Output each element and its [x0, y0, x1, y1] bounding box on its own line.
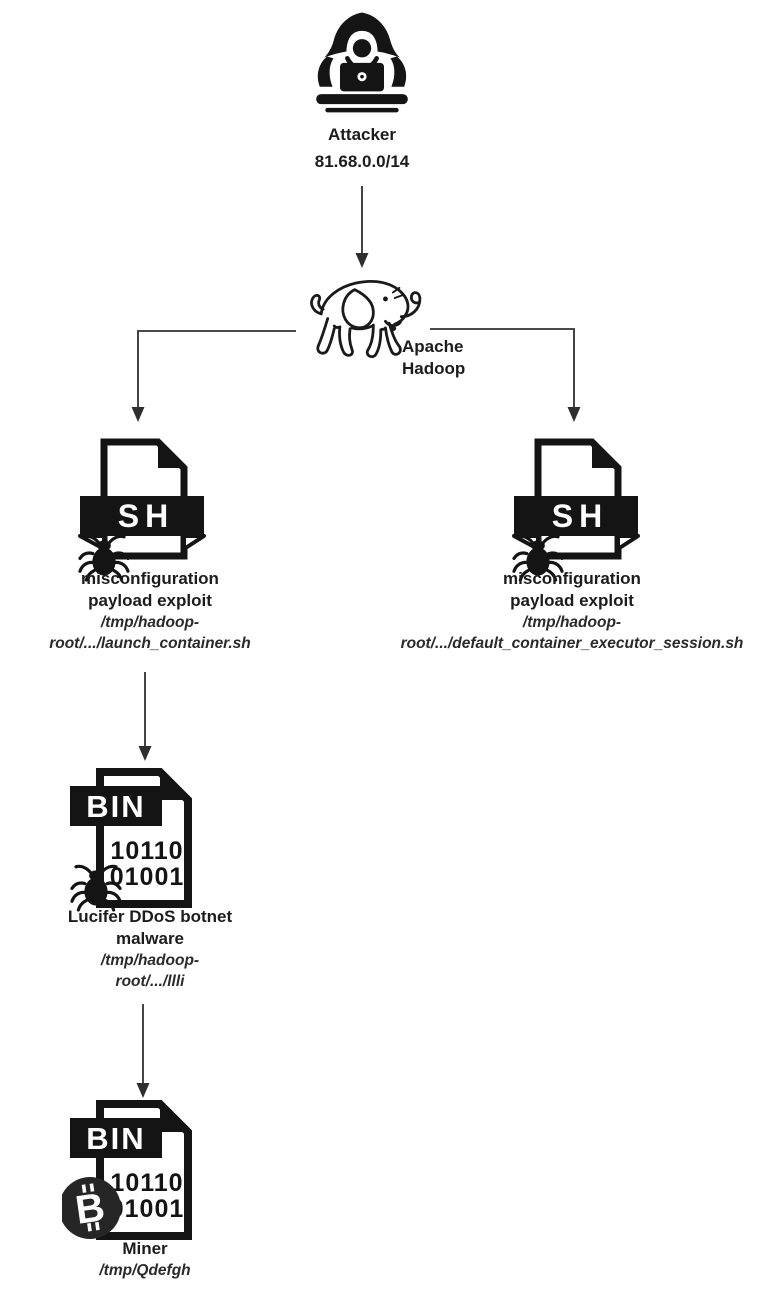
left-exploit-path-line2: root/.../launch_container.sh	[49, 635, 251, 652]
left-exploit-title-line1: misconfiguration	[81, 569, 219, 588]
miner-path: /tmp/Qdefgh	[99, 1262, 191, 1279]
miner-label-block: Miner /tmp/Qdefgh	[0, 1238, 290, 1281]
binary-line2: 01001	[110, 863, 185, 891]
left-exploit-title-line2: payload exploit	[88, 591, 212, 610]
right-exploit-title-line1: misconfiguration	[503, 569, 641, 588]
binary-line2: 01001	[110, 1195, 185, 1223]
right-exploit-title-line2: payload exploit	[510, 591, 634, 610]
arrow-hadoop-to-left-exploit	[137, 330, 296, 410]
lucifer-path-line2: root/.../llli	[115, 973, 185, 990]
left-exploit-label-block: misconfiguration payload exploit /tmp/ha…	[5, 568, 295, 654]
attacker-label-block: Attacker 81.68.0.0/14	[262, 121, 462, 175]
hadoop-label-line1: Apache	[402, 337, 464, 356]
lucifer-title-line2: malware	[115, 929, 185, 948]
right-exploit-label-block: misconfiguration payload exploit /tmp/ha…	[376, 568, 768, 654]
bin-file-bitcoin-icon: BIN 10110 01001 B	[62, 1100, 192, 1240]
hadoop-elephant-icon	[310, 279, 422, 359]
binary-line1: 10110	[110, 1169, 183, 1197]
miner-title: Miner	[122, 1239, 168, 1258]
right-exploit-path-line2: root/.../default_container_executor_sess…	[400, 635, 744, 652]
sh-badge-text: SH	[552, 498, 608, 534]
bin-badge-text: BIN	[86, 789, 145, 824]
binary-line1: 10110	[110, 837, 183, 865]
attacker-cidr: 81.68.0.0/14	[314, 152, 410, 171]
bug-icon	[78, 534, 130, 582]
sh-file-bug-icon: SH	[78, 438, 206, 582]
hadoop-label-line2: Hadoop	[402, 359, 466, 378]
bitcoin-icon: B	[62, 1177, 121, 1239]
lucifer-title-line1: Lucifer DDoS botnet	[67, 907, 233, 926]
sh-badge-text: SH	[118, 498, 174, 534]
arrow-hadoop-to-right-exploit	[430, 328, 575, 410]
arrowheads	[131, 253, 581, 1098]
right-exploit-path-line1: /tmp/hadoop-	[522, 614, 622, 631]
left-exploit-path-line1: /tmp/hadoop-	[100, 614, 200, 631]
bin-file-bug-icon: BIN 10110 01001	[70, 768, 192, 912]
hadoop-label-block: Apache Hadoop	[402, 336, 465, 380]
attacker-label: Attacker	[327, 125, 397, 144]
sh-file-bug-icon: SH	[512, 438, 640, 582]
bug-icon	[512, 534, 564, 582]
bin-badge-text: BIN	[86, 1121, 145, 1156]
lucifer-label-block: Lucifer DDoS botnet malware /tmp/hadoop-…	[5, 906, 295, 992]
hacker-icon	[316, 12, 408, 113]
bug-icon	[70, 864, 122, 912]
lucifer-path-line1: /tmp/hadoop-	[100, 952, 200, 969]
